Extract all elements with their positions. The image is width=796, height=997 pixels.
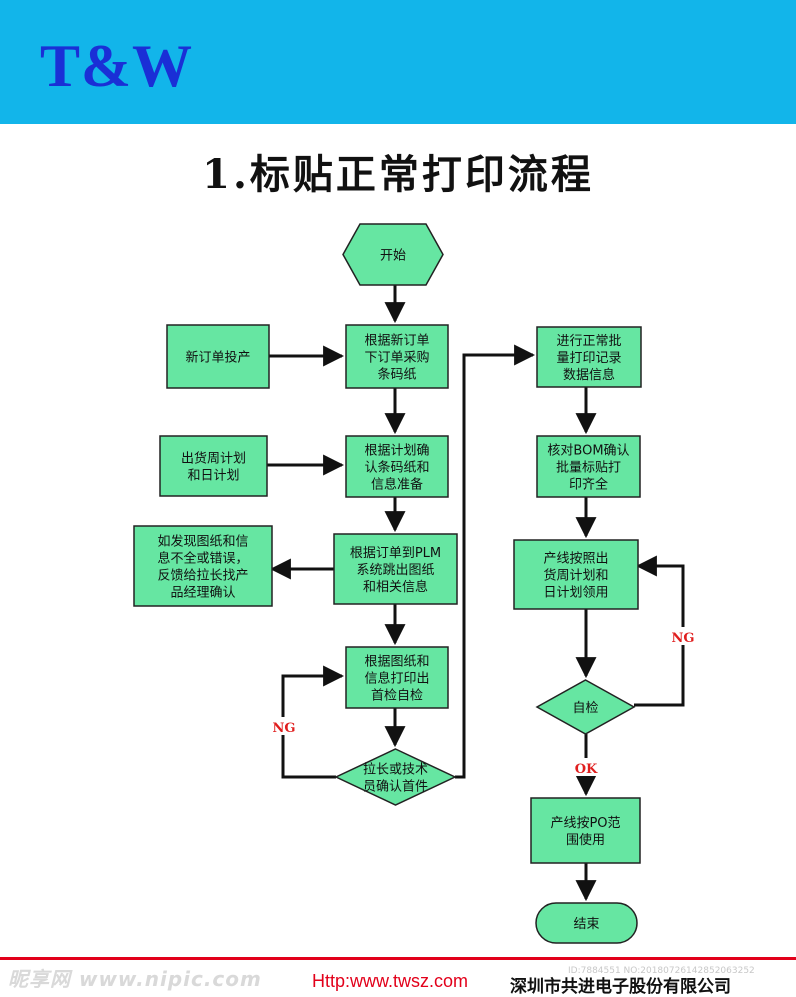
node-label-line: 系统跳出图纸 <box>356 563 434 578</box>
footer-divider <box>0 957 796 960</box>
node-label-line: 信息打印出 <box>364 671 429 687</box>
node-label-line: 进行正常批 <box>556 334 621 349</box>
node-label-line: 根据订单到PLM <box>350 546 441 561</box>
node-label-line: 开始 <box>380 249 406 264</box>
node-label-line: 量打印记录 <box>556 351 621 366</box>
node-label-line: 员确认首件 <box>363 780 428 795</box>
node-shape <box>535 679 636 735</box>
image-id: ID:7884551 NO:20180726142852063252 <box>568 966 755 976</box>
node-start: 开始 <box>342 223 444 286</box>
node-shape <box>536 435 641 498</box>
ng-label-left: NG <box>273 721 296 736</box>
node-label-line: 条码纸 <box>377 367 416 383</box>
node-label-line: 根据新订单 <box>364 333 429 349</box>
node-shape <box>345 646 449 709</box>
edge-check-to-batch <box>455 344 536 779</box>
node-label-line: 和相关信息 <box>363 579 428 595</box>
node-label-line: 下订单采购 <box>364 350 429 366</box>
node-label-line: 印齐全 <box>569 477 608 493</box>
footer-company: 深圳市共进电子股份有限公司 <box>510 977 731 997</box>
node-shape <box>536 326 642 388</box>
watermark: 昵享网 www.nipic.com <box>8 967 262 991</box>
node-label-line: 新订单投产 <box>185 350 250 366</box>
node-self-check: 自检 <box>535 679 636 735</box>
node-label-line: 如发现图纸和信 <box>157 534 248 550</box>
node-shape <box>535 902 638 944</box>
node-shape <box>513 539 639 610</box>
node-label-line: 和日计划 <box>187 469 239 484</box>
node-shape <box>530 797 641 864</box>
node-label-line: 结束 <box>573 917 599 932</box>
node-label-line: 产线按PO范 <box>550 816 620 831</box>
node-label-line: 货周计划和 <box>543 568 608 584</box>
node-label-line: 自检 <box>572 701 598 716</box>
ng-label-right: NG <box>672 631 695 646</box>
node-label-line: 出货周计划 <box>181 451 246 467</box>
node-shape <box>159 435 268 497</box>
node-label-line: 根据图纸和 <box>364 655 429 670</box>
node-label-line: 围使用 <box>566 832 605 848</box>
node-label-line: 数据信息 <box>563 367 615 383</box>
footer-url: Http:www.twsz.com <box>312 971 469 991</box>
node-label-line: 产线按照出 <box>543 552 608 567</box>
node-shape <box>345 324 449 389</box>
node-label-line: 核对BOM确认 <box>547 444 629 459</box>
page-title: 1.标贴正常打印流程 <box>202 151 594 198</box>
ng-right-bg <box>669 627 697 645</box>
ok-bg <box>572 758 600 776</box>
node-label-line: 日计划领用 <box>543 586 608 601</box>
company-logo: T&W <box>40 33 193 99</box>
node-shape <box>345 435 449 498</box>
node-label-line: 息不全或错误， <box>157 551 248 567</box>
node-label-line: 批量标贴打 <box>556 461 621 476</box>
node-label-line: 认条码纸和 <box>364 460 429 476</box>
node-label-line: 拉长或技术 <box>363 763 428 778</box>
node-end: 结束 <box>535 902 638 944</box>
node-label-line: 根据计划确 <box>364 444 429 459</box>
node-label-line: 信息准备 <box>371 477 423 493</box>
node-shape <box>342 223 444 286</box>
node-label-line: 品经理确认 <box>170 586 235 601</box>
node-label-line: 首检自检 <box>371 689 423 704</box>
ok-label: OK <box>575 762 598 777</box>
node-shape <box>133 525 273 607</box>
node-shape <box>333 533 458 605</box>
header-bar <box>0 0 796 124</box>
node-shape <box>166 324 270 389</box>
ng-left-bg <box>270 717 298 735</box>
node-shape <box>334 748 457 806</box>
node-new-order: 新订单投产 <box>166 324 270 389</box>
node-label-line: 反馈给拉长找产 <box>157 569 248 584</box>
